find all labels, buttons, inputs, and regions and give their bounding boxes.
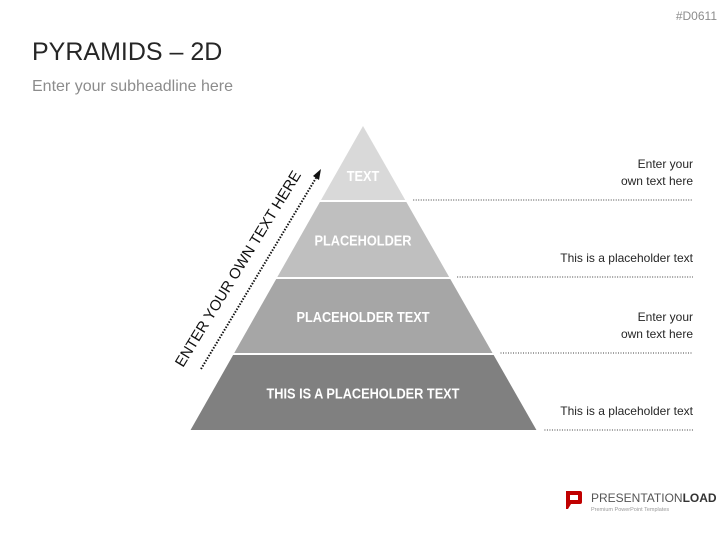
arrow-head-icon bbox=[313, 169, 321, 180]
pyramid-level-2 bbox=[277, 202, 450, 277]
pyramid-level-4 bbox=[190, 355, 537, 430]
level-description: This is a placeholder text bbox=[560, 251, 693, 265]
pyramid-level-label: TEXT bbox=[347, 167, 380, 184]
pyramid-level-label: PLACEHOLDER TEXT bbox=[296, 308, 429, 325]
level-description: This is a placeholder text bbox=[560, 404, 693, 418]
presentationload-logo: PRESENTATIONLOAD Premium PowerPoint Temp… bbox=[566, 491, 717, 513]
pyramid-level-label: THIS IS A PLACEHOLDER TEXT bbox=[267, 384, 460, 401]
pyramid-level-label: PLACEHOLDER bbox=[315, 231, 412, 248]
slide-code: #D0611 bbox=[675, 9, 717, 23]
arrow-line bbox=[200, 177, 317, 370]
logo-tagline: Premium PowerPoint Templates bbox=[591, 507, 669, 513]
pyramid-level-1 bbox=[321, 126, 406, 200]
subheadline: Enter your subheadline here bbox=[32, 78, 234, 95]
page-title: PYRAMIDS – 2D bbox=[32, 38, 223, 66]
logo-brand: PRESENTATIONLOAD bbox=[591, 491, 717, 505]
pyramid-level-3 bbox=[234, 279, 493, 353]
